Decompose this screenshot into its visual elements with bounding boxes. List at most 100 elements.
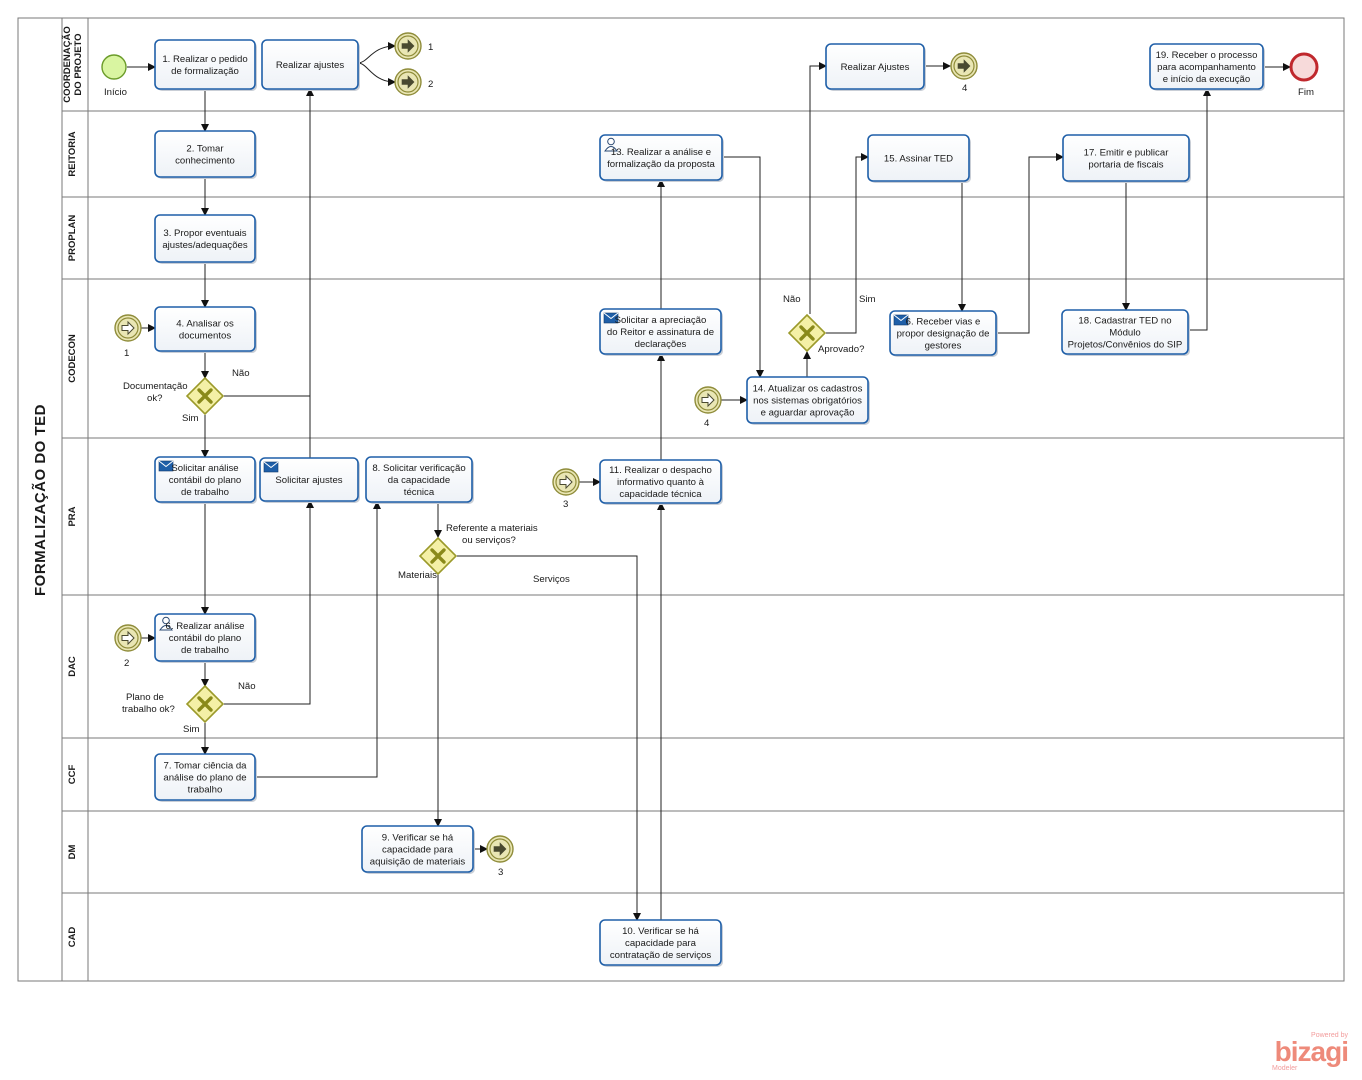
- event-end[interactable]: Fim: [1289, 52, 1319, 98]
- flow-label-sim-plano: Sim: [183, 724, 200, 735]
- exclusive-x-icon: [197, 696, 213, 712]
- task-label: nos sistemas obrigatórios: [753, 396, 862, 407]
- task-label: 19. Receber o processo: [1156, 50, 1258, 61]
- lanes: COORDENAÇÃODO PROJETOREITORIAPROPLANCODE…: [62, 26, 1344, 947]
- event-start[interactable]: Início: [101, 54, 127, 98]
- task-label: e início da execução: [1163, 74, 1250, 85]
- lane-pra: PRA: [62, 437, 1344, 527]
- flow-label-servicos: Serviços: [533, 574, 570, 585]
- gateway-g_apr[interactable]: Aprovado?: [787, 313, 864, 355]
- lane-label: PROPLAN: [67, 215, 78, 262]
- flow-label-sim-aprovado: Sim: [859, 294, 876, 305]
- exclusive-x-icon: [799, 325, 815, 341]
- flow-aj1-lt2: [357, 62, 396, 86]
- link-catch-arrow-icon: [701, 392, 715, 408]
- gateway-label: ou serviços?: [462, 535, 516, 546]
- user-icon: [604, 137, 618, 152]
- watermark-powered: Powered by: [1311, 1032, 1348, 1039]
- task-label: 11. Realizar o despacho: [609, 465, 712, 476]
- event-label: 4: [704, 418, 710, 429]
- task-label: contratação de serviços: [610, 950, 712, 961]
- lane-dm: DM: [62, 810, 1344, 859]
- exclusive-x-icon: [430, 548, 446, 564]
- task-label: Solicitar análise: [171, 463, 238, 474]
- task-label: Realizar Ajustes: [841, 62, 910, 73]
- flow-t16-t17: [996, 153, 1064, 334]
- flow-label-nao-documentacao: Não: [232, 368, 250, 379]
- flow-label-nao-plano: Não: [238, 681, 256, 692]
- gateway-label: Referente a materiais: [446, 523, 538, 534]
- flow-label-materiais: Materiais: [398, 570, 437, 581]
- gateway-label: Documentação: [123, 381, 188, 392]
- event-lc1[interactable]: 1: [114, 314, 142, 359]
- flow-t13-t14: [722, 156, 764, 378]
- event-label: Início: [104, 87, 127, 98]
- link-catch-arrow-icon: [121, 320, 135, 336]
- task-t15[interactable]: 15. Assinar TED: [867, 134, 971, 183]
- event-lt1[interactable]: 1: [394, 32, 433, 60]
- task-label: 15. Assinar TED: [884, 154, 953, 165]
- task-label: de trabalho: [181, 645, 229, 656]
- flow-label-nao-aprovado: Não: [783, 294, 801, 305]
- task-t_saj[interactable]: Solicitar ajustes: [259, 457, 360, 503]
- task-label: declarações: [635, 339, 687, 350]
- link-throw-arrow-icon: [493, 842, 507, 856]
- bizagi-watermark: Powered by bizagi Modeler: [1262, 1032, 1349, 1072]
- link-throw-arrow-icon: [401, 39, 415, 53]
- bizagi-logo: bizagi: [1274, 1036, 1349, 1067]
- exclusive-x-icon: [197, 388, 213, 404]
- lane-dac: DAC: [62, 594, 1344, 677]
- task-t18[interactable]: 18. Cadastrar TED noMóduloProjetos/Convê…: [1061, 309, 1190, 356]
- flow-gapr-aj2-nao: [809, 62, 827, 314]
- link-catch-arrow-icon: [559, 474, 573, 490]
- task-label: 17. Emitir e publicar: [1084, 148, 1170, 159]
- task-label: 6. Realizar análise: [166, 621, 245, 632]
- event-label: 1: [124, 348, 129, 359]
- event-label: 2: [428, 79, 433, 90]
- task-label: 18. Cadastrar TED no: [1078, 316, 1171, 327]
- task-label: 9. Verificar se há: [382, 833, 454, 844]
- event-lt4[interactable]: 4: [950, 52, 978, 94]
- event-lc2[interactable]: 2: [114, 624, 142, 669]
- task-t_aj2[interactable]: Realizar Ajustes: [825, 43, 926, 91]
- task-label: propor designação de: [897, 329, 990, 340]
- lane-label: CODECON: [67, 334, 78, 383]
- event-label: 4: [962, 83, 968, 94]
- lane-label: CAD: [67, 927, 78, 948]
- task-label: 8. Solicitar verificação: [372, 463, 465, 474]
- flow-gplano-saj-nao: [224, 500, 314, 705]
- event-label: Fim: [1298, 87, 1314, 98]
- task-label: 6. Receber vias e: [906, 317, 981, 328]
- event-lt2[interactable]: 2: [394, 68, 433, 96]
- event-lc3[interactable]: 3: [552, 468, 580, 510]
- lane-label: REITORIA: [67, 131, 78, 176]
- end-event-icon: [1289, 52, 1319, 82]
- task-label: de trabalho: [181, 487, 229, 498]
- event-lc4[interactable]: 4: [694, 386, 722, 429]
- event-lt3[interactable]: 3: [486, 835, 514, 878]
- task-label: Realizar ajustes: [276, 60, 344, 71]
- task-t_aj1[interactable]: Realizar ajustes: [261, 39, 360, 91]
- task-label: 14. Atualizar os cadastros: [753, 384, 863, 395]
